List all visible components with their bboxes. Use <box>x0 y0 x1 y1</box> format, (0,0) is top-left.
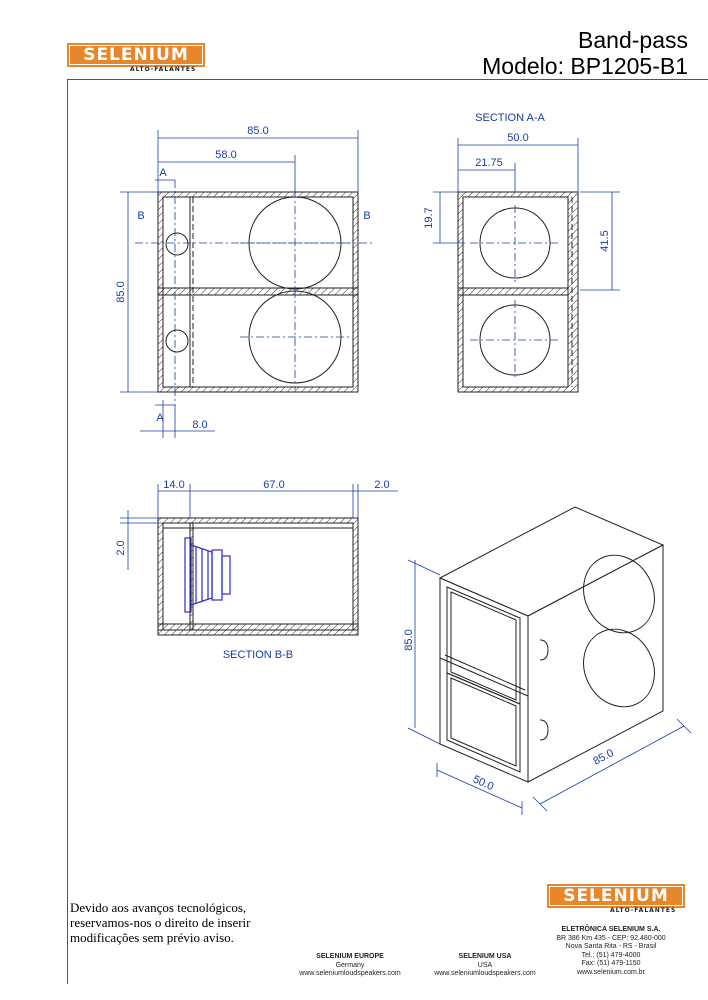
page-title: Band-pass <box>578 27 688 53</box>
footer-selenium-logo: SELENIUM <box>547 884 685 908</box>
europe-name: SELENIUM EUROPE <box>316 953 384 960</box>
europe-country: Germany <box>335 961 365 969</box>
europe-web[interactable]: www.seleniumloudspeakers.com <box>299 970 401 977</box>
brazil-name: ELETRÔNICA SELENIUM S.A. <box>561 926 661 933</box>
model-title: Modelo: BP1205-B1 <box>482 53 688 79</box>
port-upper <box>165 232 189 256</box>
dim-front-width: 85.0 <box>247 125 268 137</box>
brazil-fax: Fax: (51) 479-1150 <box>581 960 641 967</box>
usa-web[interactable]: www.seleniumloudspeakers.com <box>434 970 536 977</box>
dim-aa-depth: 50.0 <box>507 132 528 144</box>
dim-aa-inner: 21.75 <box>475 157 503 169</box>
disclaimer-line-1: Devido aos avanços tecnológicos, <box>70 900 247 915</box>
disclaimer-line-3: modificações sem prévio aviso. <box>70 930 234 945</box>
footer-usa: SELENIUM USA USA www.seleniumloudspeaker… <box>420 953 550 979</box>
brazil-addr1: BR 386 Km 435 - CEP: 92.480-000 <box>556 934 666 942</box>
dim-front-wall: 8.0 <box>192 419 207 431</box>
section-bb-label: SECTION B-B <box>223 649 293 661</box>
front-view <box>120 130 375 438</box>
port-lower <box>165 329 189 353</box>
dim-bb-front-chamber: 14.0 <box>163 479 184 491</box>
dim-bb-rear-chamber: 67.0 <box>263 479 284 491</box>
isometric-view <box>407 506 692 815</box>
section-mark-a-top: A <box>159 167 167 179</box>
brazil-tel: Tel.: (51) 479-4000 <box>581 951 641 959</box>
brazil-addr2: Nova Santa Rita - RS - Brasil <box>565 943 657 950</box>
dim-bb-wall: 2.0 <box>115 540 127 555</box>
disclaimer-line-2: reservamos-nos o direito de inserir <box>70 915 251 930</box>
dim-aa-half: 41.5 <box>599 230 611 251</box>
dim-bb-back-wall: 2.0 <box>374 479 389 491</box>
section-bb-view <box>120 484 398 636</box>
selenium-logo: SELENIUM <box>67 43 205 67</box>
header-rule <box>67 79 708 80</box>
section-mark-b-right: B <box>363 210 370 222</box>
section-mark-b-left: B <box>137 210 144 222</box>
dim-iso-depth: 50.0 <box>471 773 495 793</box>
usa-name: SELENIUM USA <box>458 953 512 960</box>
selenium-logo-subtitle: ALTO-FALANTES <box>130 66 197 73</box>
margin-rule <box>67 79 68 984</box>
dim-front-port-offset: 58.0 <box>215 149 236 161</box>
dim-front-height: 85.0 <box>115 281 127 302</box>
footer-brazil: ELETRÔNICA SELENIUM S.A. BR 386 Km 435 -… <box>548 926 674 977</box>
section-mark-a-bottom: A <box>156 412 164 424</box>
usa-country: USA <box>477 961 493 969</box>
brazil-web[interactable]: www.selenium.com.br <box>576 968 646 976</box>
footer-logo-subtitle: ALTO-FALANTES <box>610 907 677 914</box>
dim-iso-height: 85.0 <box>403 629 415 650</box>
footer-europe: SELENIUM EUROPE Germany www.seleniumloud… <box>280 953 420 979</box>
speaker-driver-icon <box>184 537 231 613</box>
section-aa-view <box>433 138 620 393</box>
section-aa-label: SECTION A-A <box>475 112 545 124</box>
dim-aa-upper: 19.7 <box>423 207 435 228</box>
